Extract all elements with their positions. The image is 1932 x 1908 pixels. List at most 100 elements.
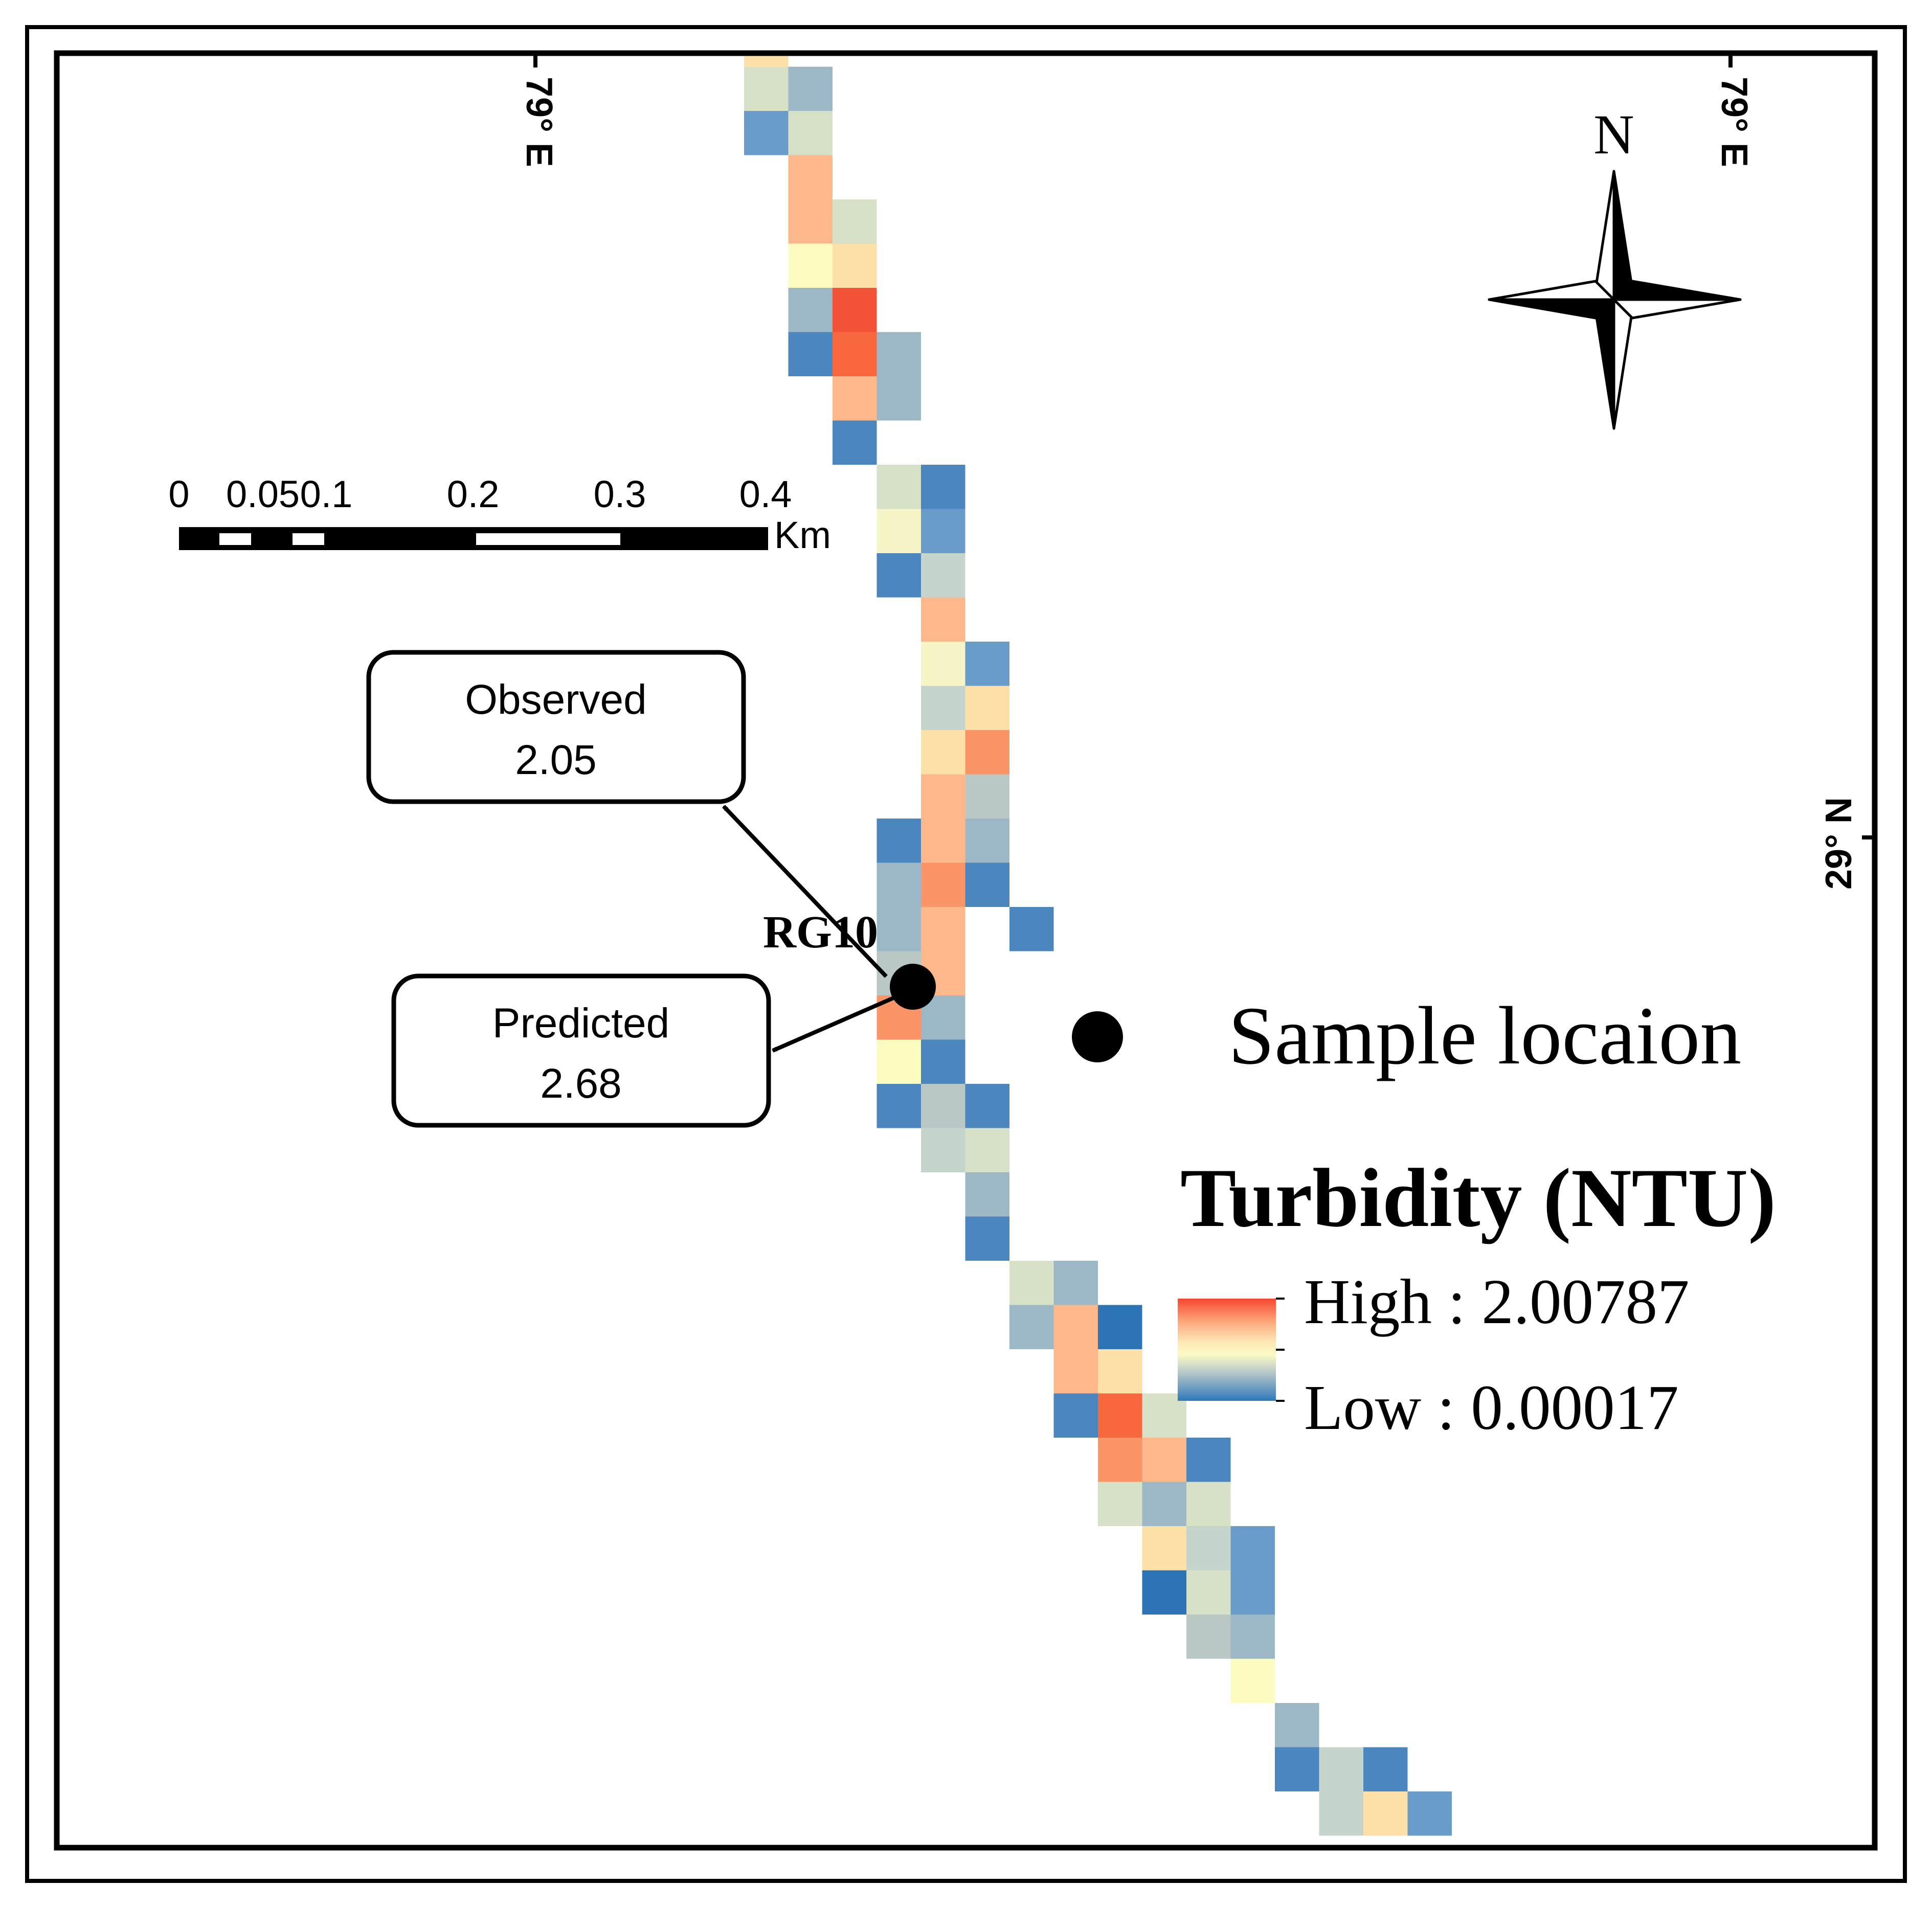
raster-cell	[921, 509, 965, 553]
raster-cell	[1407, 1791, 1452, 1836]
sample-location-symbol	[1072, 1011, 1123, 1062]
raster-cell	[788, 199, 833, 244]
raster-cell	[877, 553, 921, 598]
raster-cell	[1275, 1703, 1319, 1747]
raster-cell	[1319, 1747, 1363, 1791]
turbidity-raster	[744, 56, 1452, 1836]
raster-cell	[921, 465, 965, 509]
observed-callout: Observed 2.05	[366, 650, 746, 804]
raster-cell	[965, 1084, 1009, 1128]
scale-tick-5: 0.4	[739, 473, 792, 515]
raster-cell	[833, 243, 877, 288]
raster-cell	[1186, 1482, 1231, 1526]
raster-cell	[965, 774, 1009, 819]
raster-cell	[1053, 1305, 1098, 1349]
raster-cell	[877, 332, 921, 376]
raster-cell	[921, 642, 965, 686]
raster-cell	[921, 907, 965, 951]
scale-bar-body	[179, 527, 768, 550]
legend-color-ramp	[1178, 1299, 1276, 1401]
raster-cell	[788, 111, 833, 155]
scale-bar-white-segment	[219, 533, 251, 545]
raster-cell	[1009, 907, 1054, 951]
raster-cell	[1363, 1791, 1408, 1836]
map-frame	[54, 50, 1878, 1851]
north-arrow: N	[1488, 103, 1742, 430]
observed-leader-arrow	[722, 805, 888, 978]
observed-label: Observed	[465, 676, 647, 723]
raster-cell	[1009, 1305, 1054, 1349]
raster-cell	[877, 376, 921, 421]
raster-cell	[1053, 1349, 1098, 1394]
scale-bar-white-segment	[293, 533, 324, 545]
predicted-box	[391, 973, 771, 1128]
observed-box	[366, 650, 746, 804]
raster-cell	[965, 862, 1009, 907]
raster-cell	[1186, 1438, 1231, 1482]
graticule-label-right: 29° N	[1818, 797, 1859, 890]
scale-tick-3: 0.2	[447, 473, 500, 515]
scale-tick-1: 0.05	[226, 473, 300, 515]
raster-cell	[1142, 1438, 1186, 1482]
scale-tick-0: 0	[168, 473, 189, 515]
raster-cell	[877, 907, 921, 951]
legend-title: Turbidity (NTU)	[1180, 1152, 1776, 1244]
raster-cell	[921, 1128, 965, 1172]
raster-cell	[1230, 1659, 1275, 1703]
scale-tick-2: 0.1	[300, 473, 353, 515]
raster-cell	[1142, 1482, 1186, 1526]
predicted-label: Predicted	[492, 1000, 669, 1047]
raster-cell	[788, 288, 833, 332]
raster-cell	[1319, 1791, 1363, 1836]
raster-cell	[1098, 1305, 1142, 1349]
raster-cell	[877, 465, 921, 509]
raster-cell	[877, 1039, 921, 1084]
raster-cell	[788, 155, 833, 199]
raster-cell	[921, 819, 965, 863]
raster-cell	[877, 862, 921, 907]
raster-cell	[921, 730, 965, 775]
raster-cell	[921, 1084, 965, 1128]
raster-cell	[1275, 1747, 1319, 1791]
raster-cell	[965, 1216, 1009, 1261]
predicted-callout: Predicted 2.68	[391, 973, 771, 1128]
sample-location-label: Sample locaion	[1228, 990, 1741, 1082]
raster-cell	[1230, 1570, 1275, 1615]
raster-cell	[788, 243, 833, 288]
scale-bar: 0 0.05 0.1 0.2 0.3 0.4 Km	[168, 473, 831, 556]
raster-cell	[965, 1172, 1009, 1217]
predicted-leader-arrow	[773, 991, 906, 1053]
raster-cell	[788, 332, 833, 376]
raster-cell	[833, 420, 877, 465]
raster-cell	[921, 597, 965, 642]
legend-high-label: High : 2.00787	[1304, 1267, 1689, 1337]
raster-cell	[877, 819, 921, 863]
scale-tick-4: 0.3	[594, 473, 646, 515]
raster-cell	[1098, 1393, 1142, 1438]
raster-cell	[877, 509, 921, 553]
raster-cell	[833, 332, 877, 376]
raster-cell	[965, 730, 1009, 775]
raster-cell	[833, 288, 877, 332]
compass-rose-icon	[1488, 170, 1742, 430]
raster-cell	[1186, 1526, 1231, 1571]
observed-value: 2.05	[515, 737, 597, 783]
raster-cell	[744, 111, 789, 155]
raster-cell	[1142, 1570, 1186, 1615]
raster-cell	[744, 56, 789, 67]
scale-unit: Km	[774, 514, 831, 556]
raster-cell	[1230, 1526, 1275, 1571]
raster-cell	[921, 1039, 965, 1084]
raster-cell	[744, 66, 789, 111]
raster-cell	[921, 774, 965, 819]
raster-cell	[877, 1084, 921, 1128]
raster-cell	[1142, 1526, 1186, 1571]
north-label: N	[1593, 103, 1634, 166]
raster-cell	[965, 642, 1009, 686]
raster-cell	[1098, 1482, 1142, 1526]
raster-cell	[921, 686, 965, 730]
raster-cell	[1098, 1438, 1142, 1482]
raster-cell	[921, 862, 965, 907]
predicted-value: 2.68	[540, 1060, 622, 1107]
